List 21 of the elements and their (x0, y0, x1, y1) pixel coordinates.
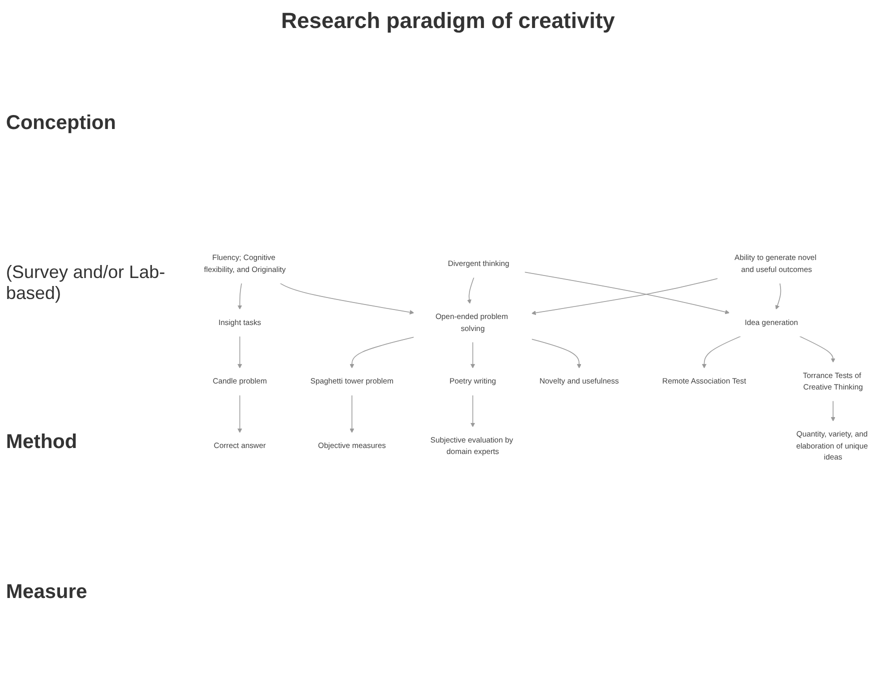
arrow (350, 394, 354, 433)
arrow (531, 278, 718, 316)
arrow (470, 342, 476, 368)
row-label: (Survey and/or Lab-based) (6, 262, 166, 304)
arrow (238, 336, 242, 368)
arrow (702, 336, 742, 368)
arrow (524, 272, 730, 314)
arrow (531, 338, 582, 368)
row-label: Conception (6, 112, 117, 135)
row-label: Measure (6, 581, 88, 604)
arrow (238, 394, 242, 433)
arrow (775, 282, 782, 310)
arrow (280, 282, 414, 314)
arrow (238, 282, 242, 310)
arrow (350, 336, 414, 368)
diagram-title: Research paradigm of creativity (280, 8, 616, 34)
arrow (467, 277, 474, 304)
arrow (799, 336, 836, 363)
row-label: Method (6, 431, 78, 454)
arrow (470, 394, 476, 428)
arrow (830, 400, 836, 422)
